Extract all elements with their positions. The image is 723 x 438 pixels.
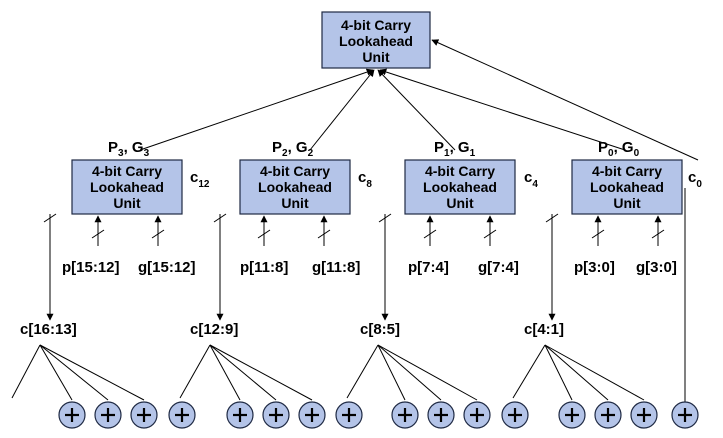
- unit2-line2: Lookahead: [258, 179, 332, 195]
- fanout-line: [209, 344, 313, 401]
- fanout-line: [11, 344, 41, 399]
- unit0-g-label: g[3:0]: [636, 259, 677, 276]
- plus-icon: [463, 401, 491, 429]
- plus-icon: [226, 401, 254, 429]
- fanout-line: [377, 344, 478, 401]
- unit3-carry-in: c12: [190, 169, 210, 190]
- pg-wire-2: [309, 69, 375, 151]
- plus-icon: [168, 401, 196, 429]
- fanout-line: [544, 344, 609, 401]
- unit2-g-label: g[11:8]: [312, 259, 360, 276]
- fanout-line: [377, 344, 406, 401]
- unit2-out-label: c[12:9]: [190, 321, 238, 338]
- pg-wire-3: [139, 68, 374, 151]
- plus-icon: [501, 401, 529, 429]
- plus-icon: [130, 401, 158, 429]
- unit2-p-label: p[11:8]: [240, 259, 288, 276]
- unit1-carry-in: c4: [524, 169, 538, 190]
- plus-icon: [298, 401, 326, 429]
- plus-icon: [58, 401, 86, 429]
- unit0-line3: Unit: [613, 195, 641, 211]
- unit3-pg-label: P3, G3: [108, 139, 150, 159]
- unit3-line2: Lookahead: [90, 179, 164, 195]
- unit1-line3: Unit: [446, 195, 474, 211]
- adder-row: [58, 401, 699, 429]
- unit1-line2: Lookahead: [423, 179, 497, 195]
- unit2-line1: 4-bit Carry: [260, 163, 330, 179]
- unit1-pg-label: P1, G1: [434, 139, 476, 159]
- c0-label: c0: [688, 169, 702, 190]
- fanout-line: [544, 344, 573, 401]
- unit0-line1: 4-bit Carry: [592, 163, 662, 179]
- unit3-g-label: g[15:12]: [138, 259, 196, 276]
- carry-fanout-lines: [11, 344, 645, 401]
- fanout-line: [377, 344, 442, 401]
- plus-icon: [335, 401, 363, 429]
- top-unit-line2: Lookahead: [339, 33, 413, 49]
- fanout-line: [209, 344, 277, 401]
- fanout-line: [512, 344, 546, 399]
- plus-icon: [94, 401, 122, 429]
- lookahead-unit-1: 4-bit Carry Lookahead Unit P1, G1 c4 p[7…: [360, 139, 538, 338]
- plus-icon: [671, 401, 699, 429]
- fanout-line: [39, 344, 109, 401]
- c0-to-top-wire: [431, 39, 699, 161]
- fanout-line: [179, 344, 211, 399]
- unit3-p-label: p[15:12]: [62, 259, 120, 276]
- plus-icon: [558, 401, 586, 429]
- pg-wire-1: [377, 69, 456, 151]
- pg-wire-0: [379, 68, 626, 151]
- fanout-line: [39, 344, 145, 401]
- unit1-g-label: g[7:4]: [478, 259, 519, 276]
- unit1-line1: 4-bit Carry: [425, 163, 495, 179]
- unit1-out-label: c[8:5]: [360, 321, 400, 338]
- unit0-line2: Lookahead: [590, 179, 664, 195]
- unit3-line3: Unit: [113, 195, 141, 211]
- unit3-line1: 4-bit Carry: [92, 163, 162, 179]
- unit0-out-label: c[4:1]: [524, 321, 564, 338]
- lookahead-unit-3: 4-bit Carry Lookahead Unit P3, G3 c12 p[…: [20, 139, 210, 338]
- fanout-line: [39, 344, 73, 401]
- fanout-line: [544, 344, 645, 401]
- plus-icon: [427, 401, 455, 429]
- top-unit-line3: Unit: [362, 49, 390, 65]
- unit2-pg-label: P2, G2: [272, 139, 314, 159]
- unit0-p-label: p[3:0]: [574, 259, 615, 276]
- unit3-out-label: c[16:13]: [20, 321, 77, 338]
- fanout-line: [346, 344, 379, 399]
- lookahead-unit-0: 4-bit Carry Lookahead Unit P0, G0 p[3:0]…: [524, 139, 683, 338]
- top-lookahead-unit: 4-bit Carry Lookahead Unit: [321, 11, 431, 69]
- plus-icon: [262, 401, 290, 429]
- unit2-line3: Unit: [281, 195, 309, 211]
- plus-icon: [594, 401, 622, 429]
- fanout-line: [209, 344, 241, 401]
- unit2-carry-in: c8: [358, 169, 372, 190]
- unit0-pg-label: P0, G0: [598, 139, 640, 159]
- pg-wires: [139, 39, 699, 161]
- lookahead-unit-2: 4-bit Carry Lookahead Unit P2, G2 c8 p[1…: [190, 139, 372, 338]
- plus-icon: [630, 401, 658, 429]
- plus-icon: [391, 401, 419, 429]
- unit1-p-label: p[7:4]: [408, 259, 449, 276]
- top-unit-line1: 4-bit Carry: [341, 17, 411, 33]
